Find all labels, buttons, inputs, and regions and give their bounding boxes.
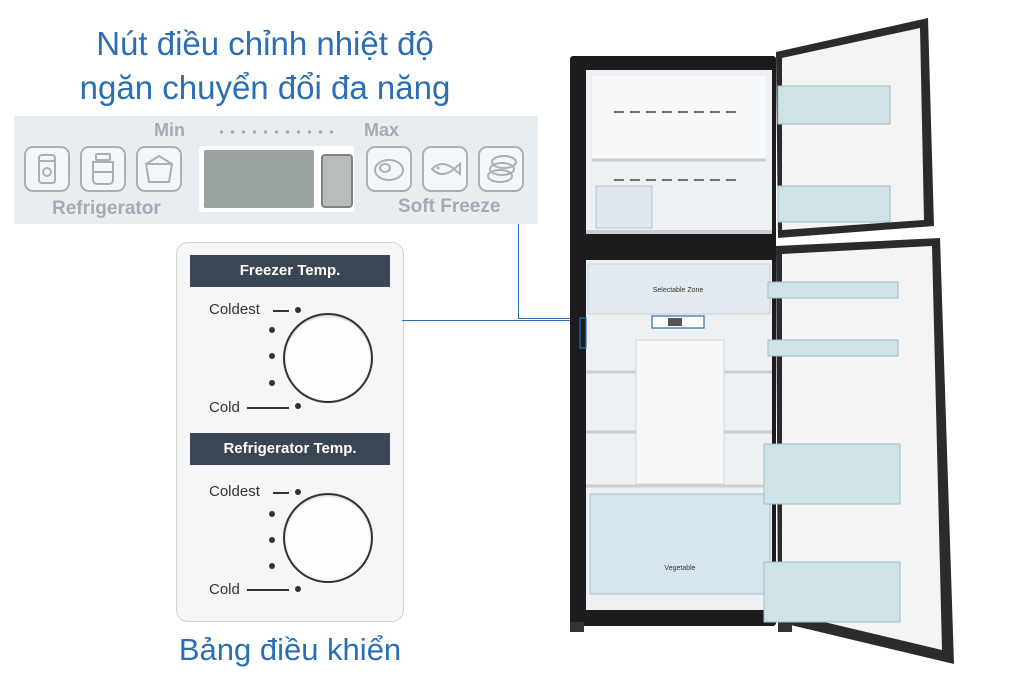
freezer-scale-dot (295, 307, 301, 313)
max-label: Max (364, 120, 400, 140)
refrigerator-image: Selectable Zone Vegetable (570, 18, 954, 664)
multi-zone-selector-strip: Min Max Refrigerator Soft Freeze (14, 116, 538, 224)
freezer-scale-dot (269, 380, 275, 386)
freezer-cold-label: Cold (209, 399, 240, 416)
food-container-icon (136, 146, 182, 192)
freezer-scale-dot (269, 327, 275, 333)
control-panel: Freezer Temp. Coldest Cold Refrigerator … (176, 242, 404, 622)
freezer-temp-dial[interactable] (283, 313, 373, 403)
control-panel-caption: Bảng điều khiển (178, 632, 402, 667)
vegetable-crisper-label: Vegetable (664, 565, 695, 572)
min-label: Min (154, 120, 185, 140)
refrigerator-coldest-tick (273, 492, 289, 494)
sliced-food-icon (478, 146, 524, 192)
fish-icon (422, 146, 468, 192)
scale-dots (216, 130, 340, 134)
refrigerator-label: Refrigerator (52, 198, 161, 219)
refrigerator-scale-dot (269, 511, 275, 517)
refrigerator-temp-dial[interactable] (283, 493, 373, 583)
panel-connector-line (402, 320, 580, 321)
feature-heading: Nút điều chỉnh nhiệt độ ngăn chuyển đổi … (0, 22, 530, 110)
freezer-cold-tick (247, 407, 289, 409)
slider-knob[interactable] (321, 154, 353, 208)
heading-line-2: ngăn chuyển đổi đa năng (79, 69, 451, 106)
refrigerator-coldest-label: Coldest (209, 483, 260, 500)
refrigerator-scale-dot (269, 563, 275, 569)
freezer-scale-dot (295, 403, 301, 409)
refrigerator-scale-dot (269, 537, 275, 543)
meat-icon (366, 146, 412, 192)
selector-slider[interactable] (199, 146, 354, 212)
soft-freeze-label: Soft Freeze (398, 196, 501, 217)
drink-can-icon (24, 146, 70, 192)
heading-line-1: Nút điều chỉnh nhiệt độ (96, 25, 434, 62)
refrigerator-temp-title: Refrigerator Temp. (190, 433, 390, 465)
selector-connector-line (518, 224, 519, 319)
freezer-coldest-label: Coldest (209, 301, 260, 318)
freezer-temp-title: Freezer Temp. (190, 255, 390, 287)
refrigerator-cold-tick (247, 589, 289, 591)
jar-icon (80, 146, 126, 192)
selectable-zone-label: Selectable Zone (653, 287, 704, 294)
refrigerator-cold-label: Cold (209, 581, 240, 598)
freezer-scale-dot (269, 353, 275, 359)
refrigerator-scale-dot (295, 489, 301, 495)
slider-track (204, 150, 314, 208)
freezer-coldest-tick (273, 310, 289, 312)
refrigerator-scale-dot (295, 586, 301, 592)
